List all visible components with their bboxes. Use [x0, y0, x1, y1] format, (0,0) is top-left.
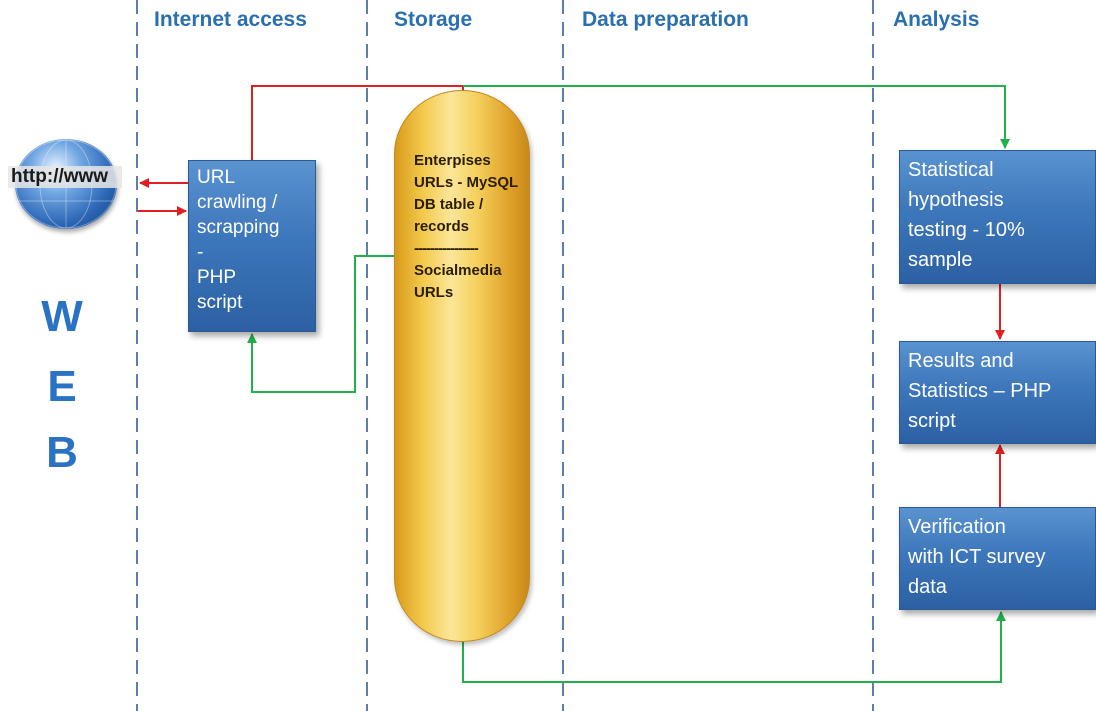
globe-url-text: http://www — [8, 166, 122, 188]
verification-box: Verification with ICT survey data — [899, 507, 1096, 610]
header-analysis: Analysis — [893, 8, 980, 31]
arrow-storage-to-crawler — [247, 255, 412, 393]
web-letter-e: E — [47, 362, 77, 411]
storage-text: Enterpises URLs - MySQL DB table / recor… — [414, 150, 524, 304]
header-storage: Storage — [394, 8, 473, 31]
arrow-storage-to-hypothesis — [463, 85, 1010, 149]
url-crawling-label: URL crawling / scrapping - PHP script — [197, 167, 280, 313]
storage-separator: ---------------- — [414, 240, 479, 257]
web-letter-w: W — [41, 292, 83, 341]
storage-social-label: Socialmedia URLs — [414, 262, 502, 301]
web-letter-b: B — [46, 428, 78, 477]
storage-db-label: Enterpises URLs - MySQL DB table / recor… — [414, 152, 518, 235]
results-box: Results and Statistics – PHP script — [899, 341, 1096, 444]
hypothesis-box: Statistical hypothesis testing - 10% sam… — [899, 150, 1096, 284]
hypothesis-label: Statistical hypothesis testing - 10% sam… — [908, 159, 1025, 271]
url-crawling-box: URL crawling / scrapping - PHP script — [188, 160, 316, 332]
verification-label: Verification with ICT survey data — [908, 516, 1046, 598]
results-label: Results and Statistics – PHP script — [908, 350, 1052, 432]
header-data-preparation: Data preparation — [582, 8, 749, 31]
arrow-storage-to-verification — [462, 611, 1006, 683]
storage-cylinder — [394, 90, 530, 642]
header-internet-access: Internet access — [154, 8, 307, 31]
